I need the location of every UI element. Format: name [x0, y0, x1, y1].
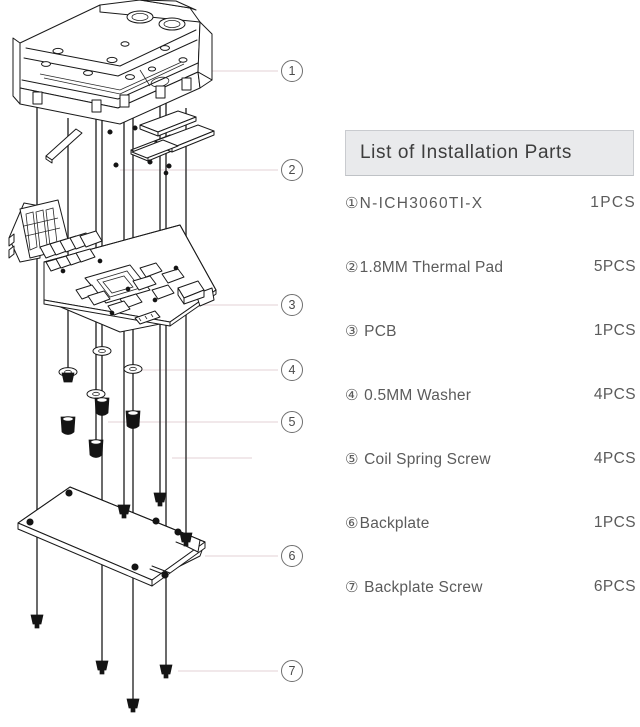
callout-4-number: 4 [288, 363, 296, 377]
washers-part [58, 346, 143, 399]
callout-2-number: 2 [288, 163, 296, 177]
parts-list-header: List of Installation Parts [345, 130, 634, 176]
thermal-pads-part [45, 110, 215, 176]
parts-item-marker: ③ [345, 323, 359, 340]
alignment-rods [36, 86, 187, 706]
parts-list-item: ②1.8MM Thermal Pad 5PCS [345, 258, 636, 322]
parts-item-qty: 1PCS [590, 194, 636, 211]
callout-2[interactable]: 2 [281, 159, 303, 181]
parts-item-marker: ① [345, 195, 359, 212]
callout-1-number: 1 [288, 64, 296, 78]
coil-spring-screws-part [60, 397, 141, 458]
parts-item-marker: ② [345, 259, 359, 276]
parts-item-qty: 1PCS [593, 322, 636, 339]
callout-5-number: 5 [288, 415, 296, 429]
parts-list-item: ⑤ Coil Spring Screw 4PCS [345, 450, 636, 514]
parts-item-qty: 4PCS [593, 386, 636, 403]
callout-7[interactable]: 7 [281, 660, 303, 682]
parts-list-panel: List of Installation Parts ①N-ICH3060TI-… [345, 130, 636, 642]
callout-1[interactable]: 1 [281, 60, 303, 82]
parts-item-marker: ④ [345, 387, 359, 404]
parts-item-label: Coil Spring Screw [359, 451, 491, 468]
parts-item-label: N-ICH3060TI-X [359, 195, 484, 212]
parts-list-title: List of Installation Parts [360, 142, 573, 163]
parts-item-label: 1.8MM Thermal Pad [359, 259, 504, 276]
callout-6[interactable]: 6 [281, 545, 303, 567]
parts-item-qty: 6PCS [593, 578, 636, 595]
parts-item-qty: 1PCS [593, 514, 636, 531]
parts-item-marker: ⑥ [345, 515, 359, 532]
parts-item-qty: 5PCS [593, 258, 636, 275]
parts-item-marker: ⑤ [345, 451, 359, 468]
callout-3-number: 3 [288, 298, 296, 312]
parts-list-item: ⑦ Backplate Screw 6PCS [345, 578, 636, 642]
waterblock-part [12, 0, 213, 125]
callout-6-number: 6 [288, 549, 296, 563]
backplate-part [17, 486, 206, 587]
parts-list-item: ③ PCB 1PCS [345, 322, 636, 386]
parts-list-item: ④ 0.5MM Washer 4PCS [345, 386, 636, 450]
callout-7-number: 7 [288, 664, 296, 678]
gpu-pcb-part [8, 199, 217, 333]
callout-5[interactable]: 5 [281, 411, 303, 433]
parts-item-label: PCB [359, 323, 397, 340]
parts-item-qty: 4PCS [593, 450, 636, 467]
backplate-screws-part [30, 372, 193, 713]
parts-item-marker: ⑦ [345, 579, 359, 596]
parts-list-item: ①N-ICH3060TI-X 1PCS [345, 194, 636, 258]
parts-item-label: 0.5MM Washer [359, 387, 472, 404]
callout-4[interactable]: 4 [281, 359, 303, 381]
parts-item-label: Backplate Screw [359, 579, 483, 596]
parts-list-rows: ①N-ICH3060TI-X 1PCS ②1.8MM Thermal Pad 5… [345, 194, 636, 642]
parts-list-item: ⑥Backplate 1PCS [345, 514, 636, 578]
parts-item-label: Backplate [359, 515, 430, 532]
callout-3[interactable]: 3 [281, 294, 303, 316]
